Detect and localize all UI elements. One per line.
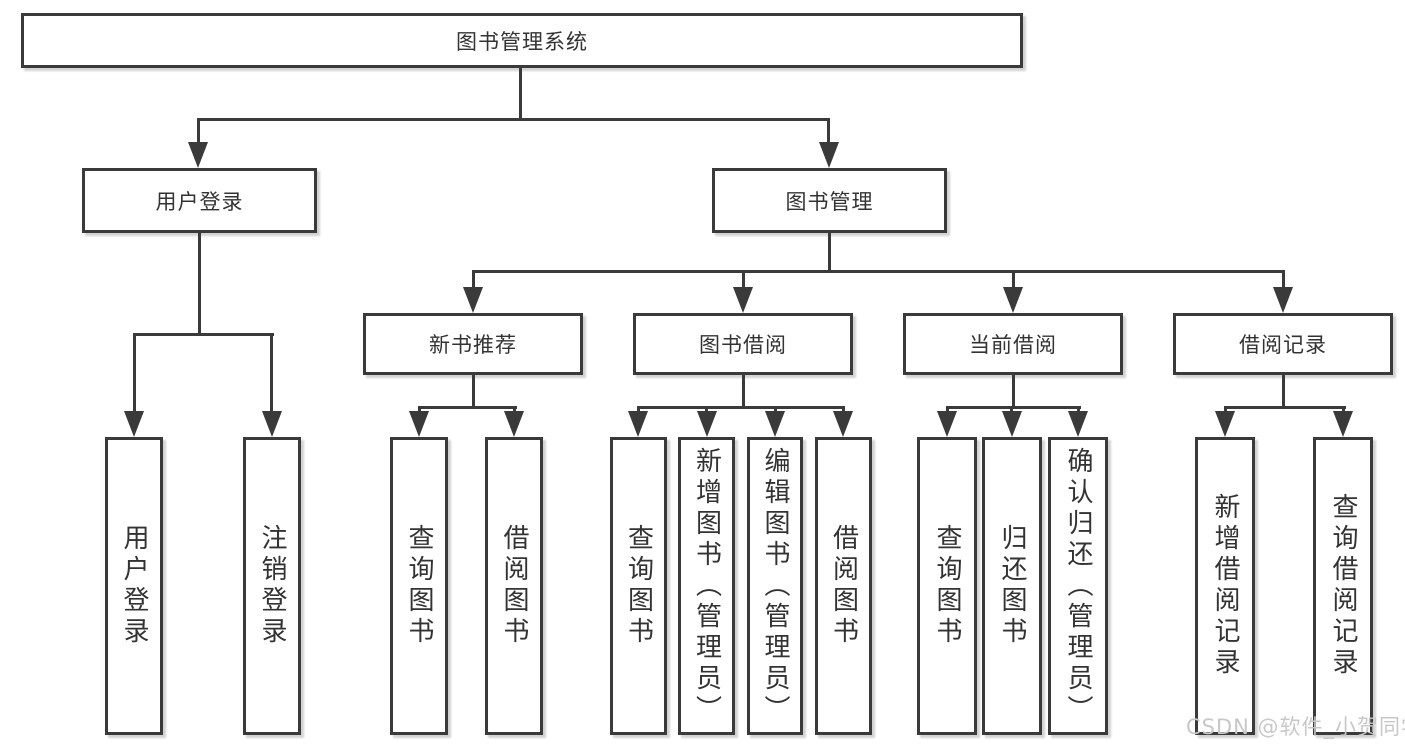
node-borrow-record: 借阅记录: [1173, 313, 1393, 375]
connector-borrow-record-branch: [1224, 406, 1346, 409]
leaf-return-book: 归还图书: [982, 437, 1042, 735]
connector-book-mgmt-stem: [828, 233, 831, 272]
leaf-user-login-label: 用户登录: [119, 524, 149, 648]
connector-drop-user-login: [197, 118, 200, 144]
leaf-borrow-book-recommend: 借阅图书: [485, 437, 543, 735]
leaf-query-book-current: 查询图书: [917, 437, 977, 735]
connector-drop-query-book-2: [637, 406, 640, 413]
connector-drop-add-record: [1224, 406, 1227, 413]
arrowhead-add-book: [697, 411, 717, 437]
arrowhead-confirm-return: [1068, 411, 1088, 437]
connector-drop-borrow-book-2: [842, 406, 845, 413]
leaf-borrow-book-label: 借阅图书: [828, 524, 859, 648]
arrowhead-borrow-book-1: [504, 411, 524, 437]
arrowhead-query-record: [1333, 411, 1353, 437]
arrowhead-query-book-1: [409, 411, 429, 437]
connector-current-borrow-stem: [1012, 375, 1015, 408]
arrowhead-leaf-user-login: [124, 411, 144, 437]
connector-book-borrow-stem: [742, 375, 745, 408]
leaf-user-login: 用户登录: [105, 437, 163, 735]
leaf-query-borrow-record-label: 查询借阅记录: [1328, 493, 1358, 679]
leaf-add-book-admin: 新增图书（管理员）: [678, 437, 735, 735]
connector-root-stem: [519, 68, 522, 120]
leaf-confirm-return-admin: 确认归还（管理员）: [1048, 437, 1108, 735]
node-root: 图书管理系统: [21, 13, 1023, 68]
connector-book-borrow-branch: [637, 406, 845, 409]
node-user-login-label: 用户登录: [155, 189, 244, 214]
node-new-book-recommend-label: 新书推荐: [429, 333, 517, 357]
node-book-mgmt: 图书管理: [712, 168, 947, 233]
node-book-mgmt-label: 图书管理: [785, 189, 874, 214]
connector-user-login-branch: [133, 333, 274, 336]
leaf-confirm-return-admin-label: 确认归还（管理员）: [1063, 446, 1093, 726]
connector-drop-query-book-3: [946, 406, 949, 413]
connector-user-login-stem: [198, 233, 201, 335]
arrowhead-return-book: [1002, 411, 1022, 437]
connector-drop-book-mgmt: [827, 118, 830, 144]
connector-new-book-branch: [418, 406, 517, 409]
leaf-edit-book-admin: 编辑图书（管理员）: [747, 437, 803, 735]
arrowhead-query-book-2: [628, 411, 648, 437]
leaf-borrow-book: 借阅图书: [815, 437, 872, 735]
leaf-query-book-recommend: 查询图书: [390, 437, 448, 735]
leaf-query-book-current-label: 查询图书: [932, 524, 962, 648]
connector-book-mgmt-branch: [472, 270, 1285, 273]
node-book-borrow: 图书借阅: [633, 313, 853, 375]
connector-drop-leaf-user-login: [133, 333, 136, 411]
node-borrow-record-label: 借阅记录: [1239, 333, 1327, 357]
connector-drop-leaf-logout: [270, 333, 273, 411]
connector-new-book-stem: [472, 375, 475, 408]
leaf-query-book-recommend-label: 查询图书: [404, 524, 434, 648]
node-user-login: 用户登录: [82, 168, 317, 233]
leaf-add-borrow-record-label: 新增借阅记录: [1210, 493, 1240, 679]
leaf-query-book-borrow-label: 查询图书: [623, 524, 654, 648]
arrowhead-book-borrow: [733, 287, 753, 313]
connector-drop-query-record: [1342, 406, 1345, 413]
connector-drop-borrow-book-1: [513, 406, 516, 413]
leaf-logout-login-label: 注销登录: [257, 524, 287, 648]
arrowhead-book-mgmt: [819, 142, 839, 168]
node-new-book-recommend: 新书推荐: [363, 313, 583, 375]
csdn-watermark: CSDN @软件_小贺同学: [1186, 715, 1405, 739]
node-current-borrow: 当前借阅: [903, 313, 1123, 375]
connector-root-branch: [197, 118, 830, 121]
leaf-edit-book-admin-label: 编辑图书（管理员）: [760, 446, 790, 726]
leaf-query-book-borrow: 查询图书: [610, 437, 667, 735]
connector-drop-query-book-1: [418, 406, 421, 413]
node-root-label: 图书管理系统: [456, 29, 588, 54]
leaf-add-borrow-record: 新增借阅记录: [1195, 437, 1255, 735]
connector-drop-current-borrow: [1012, 270, 1015, 287]
node-book-borrow-label: 图书借阅: [699, 333, 787, 357]
leaf-query-borrow-record: 查询借阅记录: [1313, 437, 1373, 735]
arrowhead-borrow-book-2: [833, 411, 853, 437]
connector-drop-confirm-return: [1077, 406, 1080, 413]
connector-drop-add-book: [705, 406, 708, 413]
leaf-logout-login: 注销登录: [243, 437, 301, 735]
connector-borrow-record-stem: [1282, 375, 1285, 408]
arrowhead-query-book-3: [937, 411, 957, 437]
arrowhead-add-record: [1215, 411, 1235, 437]
connector-drop-edit-book: [774, 406, 777, 413]
leaf-return-book-label: 归还图书: [997, 524, 1027, 648]
arrowhead-edit-book: [765, 411, 785, 437]
connector-drop-return-book: [1010, 406, 1013, 413]
arrowhead-new-book: [463, 287, 483, 313]
connector-drop-borrow-record: [1282, 270, 1285, 287]
arrowhead-leaf-logout: [262, 411, 282, 437]
node-current-borrow-label: 当前借阅: [969, 333, 1057, 357]
arrowhead-current-borrow: [1003, 287, 1023, 313]
connector-drop-book-borrow: [742, 270, 745, 287]
connector-current-borrow-branch: [946, 406, 1081, 409]
connector-drop-new-book: [472, 270, 475, 287]
leaf-borrow-book-recommend-label: 借阅图书: [499, 524, 529, 648]
arrowhead-borrow-record: [1273, 287, 1293, 313]
arrowhead-user-login: [188, 142, 208, 168]
leaf-add-book-admin-label: 新增图书（管理员）: [691, 446, 722, 726]
